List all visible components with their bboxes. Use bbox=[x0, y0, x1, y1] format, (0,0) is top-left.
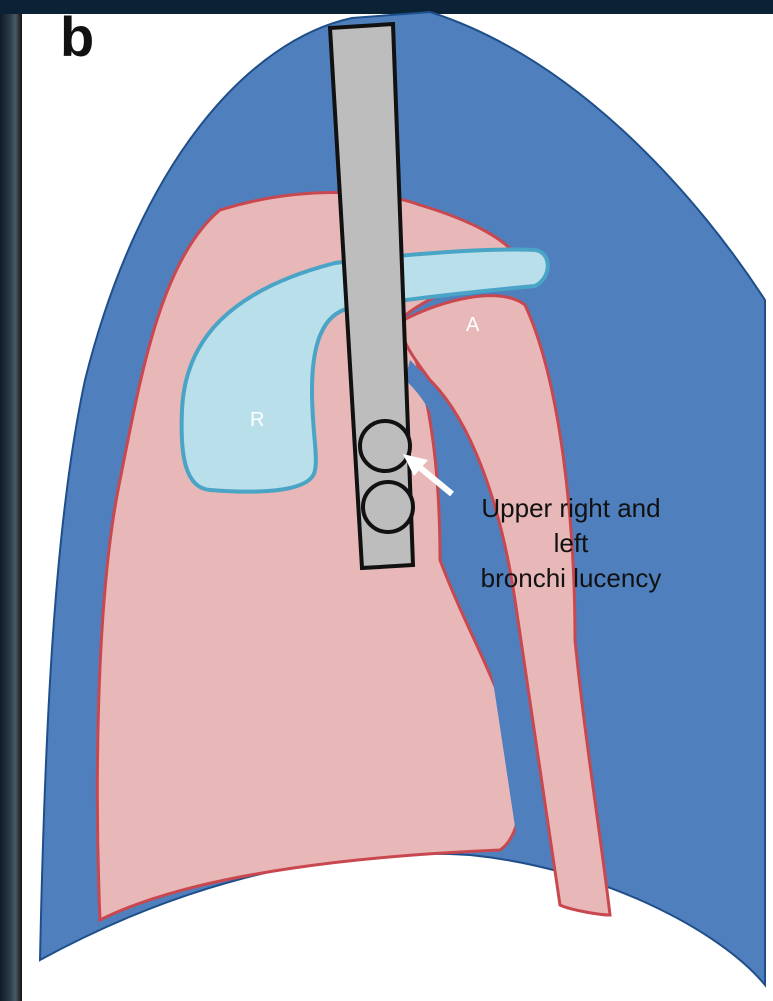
annotation-line-2: left bbox=[440, 526, 702, 561]
bronchi-annotation: Upper right and left bronchi lucency bbox=[440, 491, 702, 596]
panel-letter: b bbox=[60, 2, 94, 72]
bronchus-lower-circle bbox=[363, 482, 413, 532]
bronchus-upper-circle bbox=[360, 421, 410, 471]
annotation-line-1: Upper right and bbox=[440, 491, 702, 526]
r-label: R bbox=[250, 409, 264, 432]
annotation-line-3: bronchi lucency bbox=[440, 561, 702, 596]
a-label: A bbox=[466, 314, 479, 337]
